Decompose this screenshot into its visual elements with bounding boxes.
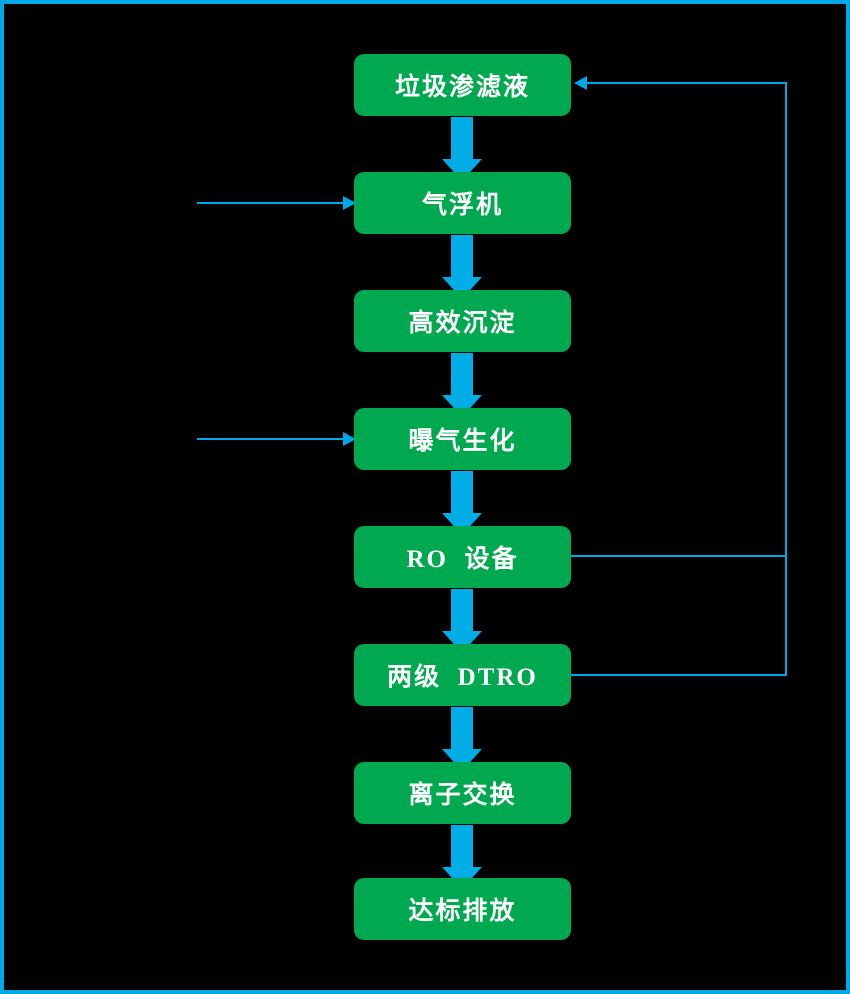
node-discharge[interactable]: 达标排放 bbox=[354, 878, 571, 940]
node-sedimentation[interactable]: 高效沉淀 bbox=[354, 290, 571, 352]
input-arrowhead-aeration-icon bbox=[343, 432, 356, 446]
recycle-line-vertical-riser bbox=[785, 82, 787, 676]
recycle-arrowhead-icon bbox=[574, 76, 587, 90]
node-dtro[interactable]: 两级 DTRO bbox=[354, 644, 571, 706]
recycle-line-ro-horizontal bbox=[570, 555, 787, 557]
node-flotation[interactable]: 气浮机 bbox=[354, 172, 571, 234]
recycle-line-return-horizontal bbox=[587, 82, 787, 84]
recycle-line-dtro-horizontal bbox=[570, 674, 787, 676]
input-arrowhead-flotation-icon bbox=[343, 196, 356, 210]
input-line-flotation bbox=[197, 202, 349, 204]
node-leachate[interactable]: 垃圾渗滤液 bbox=[354, 54, 571, 116]
node-ion-exchange[interactable]: 离子交换 bbox=[354, 762, 571, 824]
node-aeration[interactable]: 曝气生化 bbox=[354, 408, 571, 470]
node-ro[interactable]: RO 设备 bbox=[354, 526, 571, 588]
input-line-aeration bbox=[197, 438, 349, 440]
